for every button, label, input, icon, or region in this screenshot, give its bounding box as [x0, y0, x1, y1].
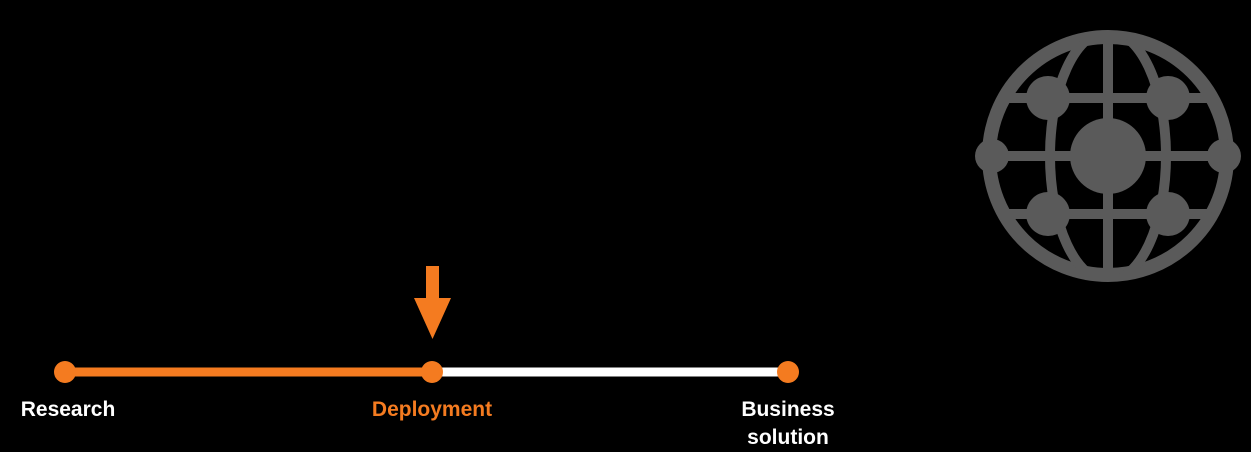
- stage-node-research: [54, 361, 76, 383]
- stage-label-research: Research: [20, 398, 116, 421]
- stage-node-deployment: [421, 361, 443, 383]
- stage-node-business-solution: [777, 361, 799, 383]
- stage-label-deployment: Deployment: [371, 398, 493, 421]
- stage-label-business-solution: Business solution: [741, 398, 835, 449]
- down-arrow-icon: [414, 266, 451, 339]
- globe-network-icon: [975, 30, 1241, 282]
